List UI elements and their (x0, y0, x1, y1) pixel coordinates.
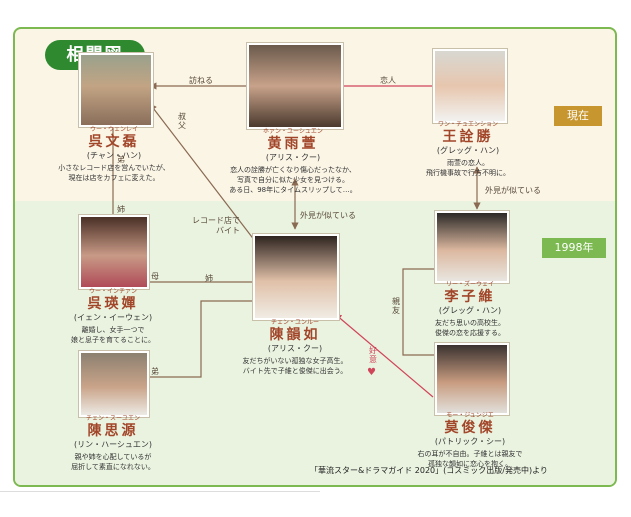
description: 離婚し、女手一つで娘と息子を育てることに。 (71, 326, 155, 344)
photo-chen (253, 234, 339, 320)
person-chen-brother: チェン・スーユエン 陳思源 (リン・ハーシュエン) 親や姉を心配しているが屈折し… (45, 415, 181, 472)
actor: (グレッグ・ハン) (436, 146, 500, 155)
label-lovers: 恋人 (380, 76, 396, 85)
line-siblings-chen (145, 300, 253, 378)
person-woo-mother: ウー・インチァン 呉瑛嬋 (イェン・イーウェン) 離婚し、女手一つで娘と息子を育… (45, 288, 181, 345)
ruby: チェン・スーユエン (85, 415, 140, 422)
photo-mo (435, 343, 509, 415)
person-mo: モー・ジュンジエ 莫俊傑 (パトリック・シー) 右の耳が不自由。子維とは親友で孤… (405, 412, 535, 469)
description: 友だちがいない孤独な女子高生。バイト先で子維と俊傑に出会う。 (242, 357, 348, 375)
label-younger-brother: 弟 (117, 155, 125, 164)
name: 呉文磊 (88, 134, 140, 150)
diagram-frame: 相関図 現在 1998年 ウー・ウェンレイ 呉文磊 (チャン・ハン) 小さなレコ… (13, 27, 617, 487)
label-older-sister: 姉 (117, 205, 125, 214)
person-woo: ウー・ウェンレイ 呉文磊 (チャン・ハン) 小さなレコード店を営んでいたが、現在… (29, 126, 199, 183)
label-best-friend: 親友 (392, 297, 400, 315)
ruby: ウー・ウェンレイ (89, 126, 138, 133)
label-like: 好意 (369, 346, 377, 364)
actor: (アリス・クー) (265, 153, 321, 162)
line-like (334, 313, 434, 398)
actor: (リン・ハーシュエン) (73, 440, 153, 449)
line-best-friend (402, 268, 435, 356)
source-credit: 「華流スター&ドラマガイド 2020」(コスミック出版/発売中)より (310, 466, 548, 475)
line-uncle (149, 103, 256, 242)
person-wang: ワン・チュエンション 王詮勝 (グレッグ・ハン) 雨萱の恋人。飛行機事故で行方不… (408, 121, 528, 178)
actor: (イェン・イーウェン) (73, 313, 153, 322)
description: 雨萱の恋人。飛行機事故で行方不明に。 (426, 159, 510, 177)
description: 親や姉を心配しているが屈折して素直になれない。 (71, 453, 155, 471)
photo-chen-brother (79, 351, 149, 417)
photo-woo (79, 53, 153, 127)
label-visits: 訪ねる (189, 76, 213, 85)
photo-wang (433, 49, 507, 123)
actor: (アリス・クー) (267, 344, 323, 353)
ruby: リー・ズーウェイ (445, 281, 494, 288)
name: 呉瑛嬋 (87, 296, 139, 312)
actor: (チャン・ハン) (86, 151, 142, 160)
ruby: ホァン・ユーシュエン (263, 128, 323, 135)
name: 李子維 (444, 289, 496, 305)
photo-woo-mother (79, 215, 149, 289)
label-looks-alike-2: 外見が似ている (485, 186, 541, 195)
ruby: チェン・ユンルー (270, 319, 319, 326)
ruby: モー・ジュンジエ (446, 412, 494, 419)
label-mother: 母 (151, 272, 159, 281)
description: 右の耳が不自由。子維とは親友で孤独な韻如に恋心を抱く。 (417, 450, 523, 468)
era-present-tag: 現在 (554, 106, 602, 126)
photo-li (435, 211, 509, 283)
label-record-store: レコード店でバイト (192, 216, 240, 235)
relation-lines (112, 82, 481, 398)
description: 恋人の詮勝が亡くなり傷心だったなか、写真で自分に似た少女を見つける。ある日、98… (229, 166, 357, 194)
era-1998-tag: 1998年 (542, 238, 606, 258)
person-chen: チェン・ユンルー 陳韻如 (アリス・クー) 友だちがいない孤独な女子高生。バイト… (229, 319, 361, 376)
ruby: ウー・インチァン (88, 288, 137, 295)
label-brother: 弟 (151, 367, 159, 376)
name: 陳韻如 (269, 327, 321, 343)
like-heart-icon: ♥ (367, 367, 376, 378)
actor: (グレッグ・ハン) (438, 306, 502, 315)
name: 王詮勝 (442, 129, 494, 145)
name: 黄雨萱 (267, 136, 319, 152)
actor: (パトリック・シー) (434, 437, 506, 446)
label-looks-alike-1: 外見が似ている (300, 211, 356, 220)
person-huang: ホァン・ユーシュエン 黄雨萱 (アリス・クー) 恋人の詮勝が亡くなり傷心だったな… (203, 128, 383, 195)
person-li: リー・ズーウェイ 李子維 (グレッグ・ハン) 友だち思いの高校生。俊傑の恋を応援… (415, 281, 525, 338)
divider (0, 491, 320, 492)
label-uncle: 叔父 (178, 112, 186, 130)
name: 陳思源 (87, 423, 139, 439)
name: 莫俊傑 (444, 420, 496, 436)
description: 友だち思いの高校生。俊傑の恋を応援する。 (435, 319, 505, 337)
label-sister: 姉 (205, 274, 213, 283)
ruby: ワン・チュエンション (437, 121, 498, 128)
description: 小さなレコード店を営んでいたが、現在は店をカフェに変えた。 (58, 164, 170, 182)
photo-huang (247, 43, 343, 129)
